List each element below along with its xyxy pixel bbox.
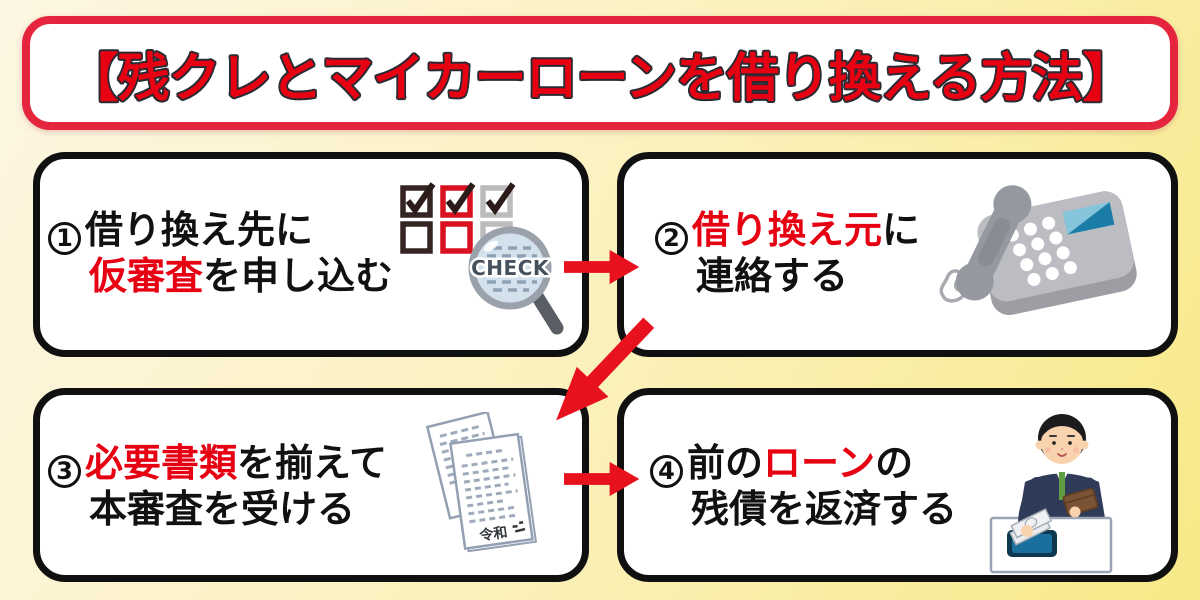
step-1-l2-red: 仮審査 [89, 253, 204, 298]
man-paying-money-illustration [989, 414, 1113, 574]
step-4-text: 4 前のローンの 残債を返済する [650, 442, 957, 530]
green-tie [1059, 472, 1065, 500]
step-1-text: 1 借り換え先に 仮審査を申し込む [48, 209, 393, 297]
step-3-line-2: 本審査を受ける [48, 488, 387, 530]
step-2-line-2: 連絡する [655, 255, 920, 297]
stacked-documents-illustration: 令和 [425, 412, 538, 553]
step-3-l1-post: を揃えて [237, 441, 388, 485]
step-1-line-1: 1 借り換え先に [48, 209, 393, 255]
step-4-l2-pre: 残債を返済する [691, 486, 958, 531]
arrow-step3-to-step4-icon [564, 461, 640, 497]
step-3-line-1: 3 必要書類を揃えて [48, 442, 387, 488]
step-2-text: 2 借り換え元に 連絡する [655, 209, 920, 297]
magnifier-check-label: CHECK [471, 256, 550, 280]
checkmark-icon [485, 182, 516, 216]
step-1-l1-pre: 借り換え先に [85, 208, 314, 252]
step-2-l2-pre: 連絡する [696, 253, 849, 298]
step-4-line-1: 4 前のローンの [650, 442, 957, 488]
desk-phone-illustration [939, 185, 1137, 316]
step-2-number: 2 [663, 224, 680, 252]
arrow-step2-to-step3-icon [556, 317, 655, 421]
step-4-line-2: 残債を返済する [650, 488, 957, 530]
step-1-number: 1 [56, 224, 73, 252]
step-4-l1-post: の [875, 441, 914, 485]
step-4-l1-red: ローン [763, 441, 876, 485]
step-3-number-badge: 3 [48, 454, 81, 488]
step-1-number-badge: 1 [48, 221, 81, 255]
checklist-magnifier-illustration: CHECK [400, 182, 564, 335]
phone-cord [939, 269, 978, 303]
page-title: 【残クレとマイカーローンを借り換える方法】 [66, 48, 1135, 109]
step-4-l1-pre: 前の [687, 441, 764, 485]
phone-handset [955, 185, 1032, 301]
checkmark-icon [405, 182, 436, 216]
step-4-number: 4 [658, 457, 675, 485]
title-banner: 【残クレとマイカーローンを借り換える方法】 [22, 16, 1178, 130]
checkmark-icon [445, 182, 476, 216]
arrow-step1-to-step2-icon [564, 249, 640, 285]
phone-keypad [1005, 216, 1077, 286]
magnifier-icon: CHECK [468, 226, 564, 335]
step-2-line-1: 2 借り換え元に [655, 209, 920, 255]
step-3-text: 3 必要書類を揃えて 本審査を受ける [48, 442, 387, 530]
step-1-l2-post: を申し込む [203, 253, 394, 298]
step-1-line-2: 仮審査を申し込む [48, 255, 393, 297]
step-3-l2-pre: 本審査を受ける [89, 486, 356, 531]
step-2-l1-red: 借り換え元 [692, 208, 883, 252]
step-3-number: 3 [56, 457, 73, 485]
step-2-number-badge: 2 [655, 221, 688, 255]
document-era-label: 令和 [477, 524, 508, 545]
document-front: 令和 [449, 432, 538, 553]
step-2-l1-post: に [882, 208, 921, 252]
step-4-number-badge: 4 [650, 454, 683, 488]
step-3-l1-red: 必要書類 [85, 441, 238, 485]
